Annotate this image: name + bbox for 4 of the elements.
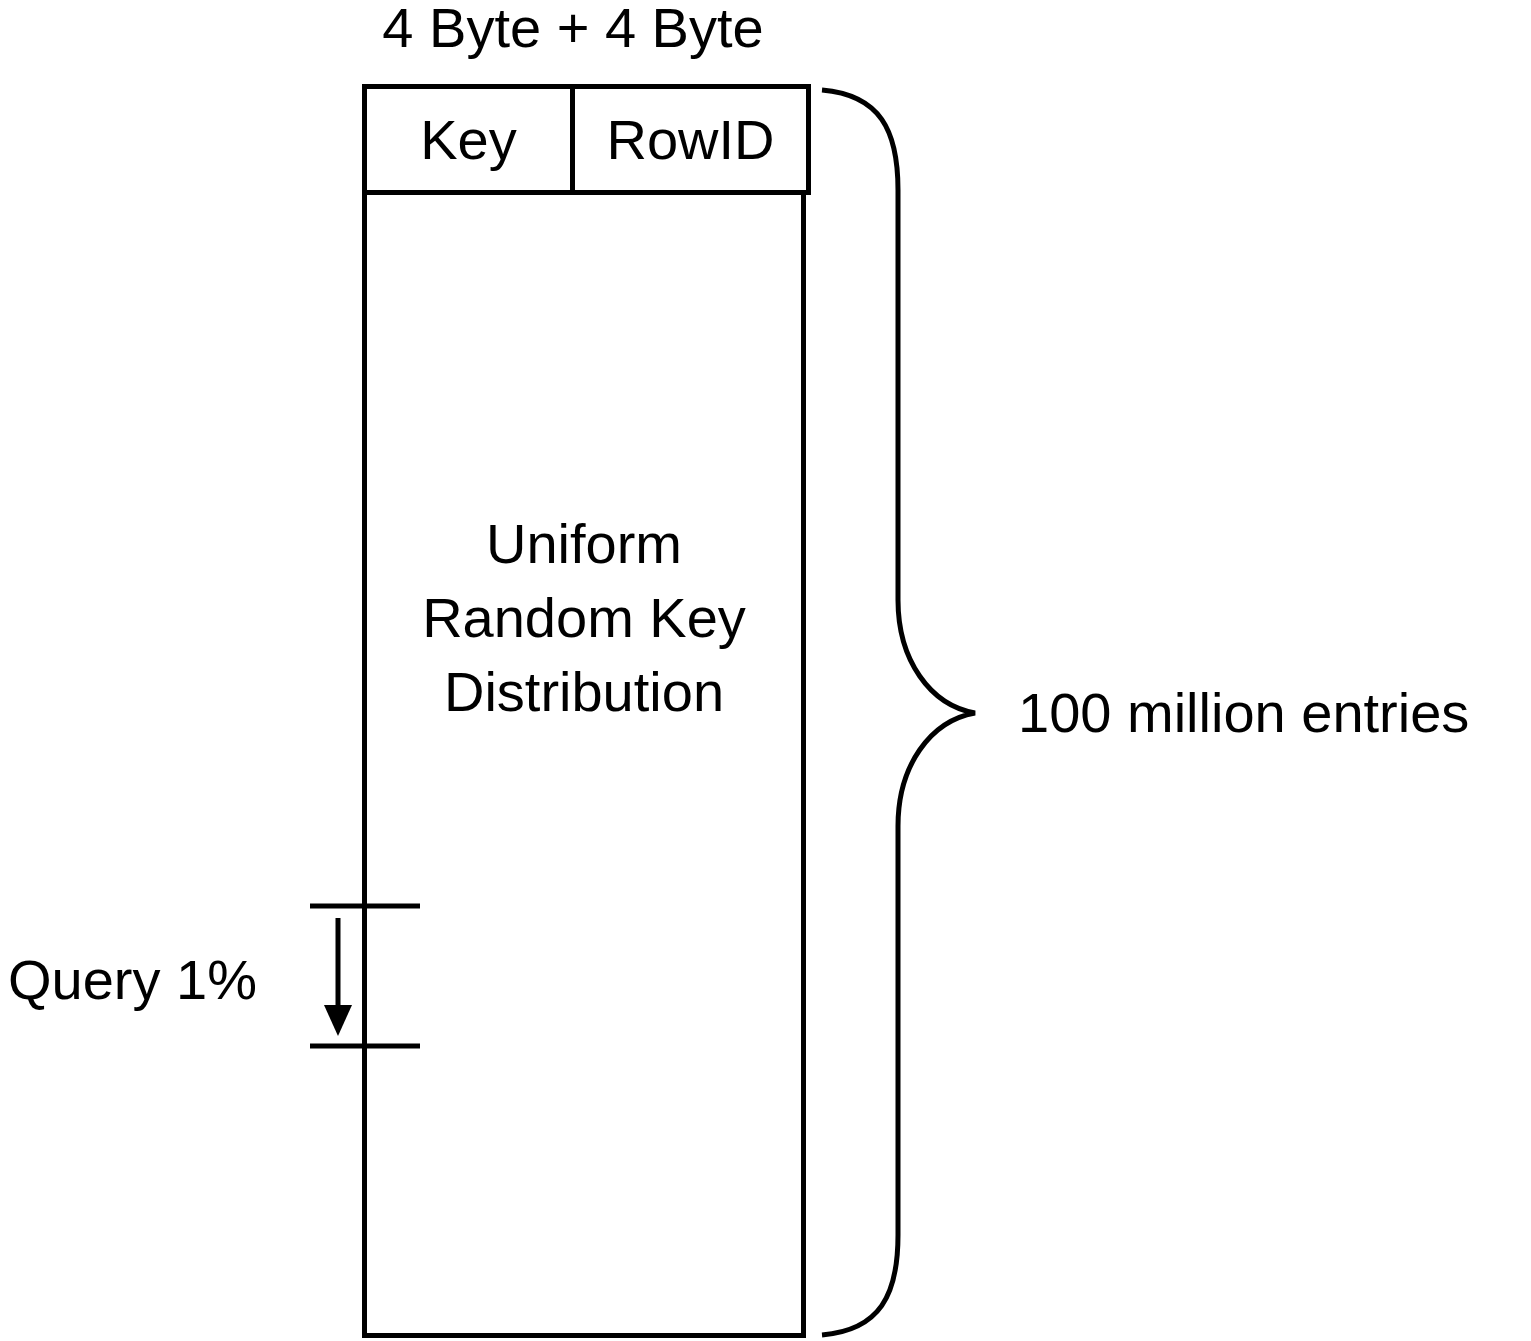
size-label: 4 Byte + 4 Byte xyxy=(382,0,764,60)
query-label: Query 1% xyxy=(8,948,257,1012)
body-text: Uniform Random Key Distribution xyxy=(421,511,747,725)
count-label: 100 million entries xyxy=(1018,681,1470,745)
